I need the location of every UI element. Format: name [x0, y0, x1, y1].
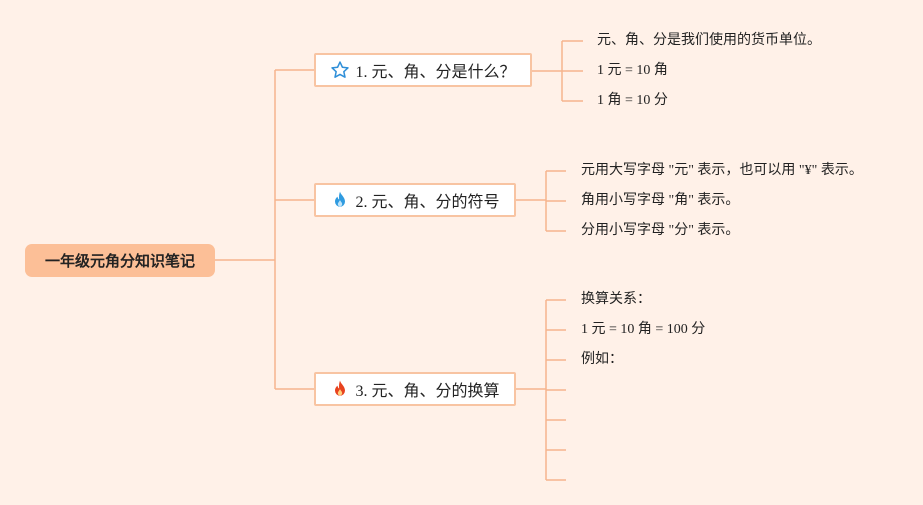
leaf-1-2: 1 元 = 10 角 [597, 63, 668, 78]
topic-node-3[interactable]: 3. 元、角、分的换算 [314, 372, 516, 406]
leaf-1-1: 元、角、分是我们使用的货币单位。 [597, 33, 821, 48]
leaf-2-3: 分用小写字母 "分" 表示。 [581, 223, 740, 238]
root-label: 一年级元角分知识笔记 [44, 252, 195, 270]
leaf-2-2: 角用小写字母 "角" 表示。 [581, 193, 740, 208]
leaf-3-3: 例如： [581, 352, 623, 367]
root-node[interactable]: 一年级元角分知识笔记 [25, 244, 215, 277]
star-icon [330, 60, 350, 80]
leaf-1-3: 1 角 = 10 分 [597, 93, 668, 108]
blue-flame-icon [330, 190, 350, 210]
topic-node-2[interactable]: 2. 元、角、分的符号 [314, 183, 516, 217]
topic-label-1: 1. 元、角、分是什么？ [355, 64, 516, 81]
topic-label-2: 2. 元、角、分的符号 [355, 194, 500, 211]
topic-node-1[interactable]: 1. 元、角、分是什么？ [314, 53, 532, 87]
red-flame-icon [330, 379, 350, 399]
leaf-3-1: 换算关系： [581, 292, 651, 307]
leaf-2-1: 元用大写字母 "元" 表示，也可以用 "¥" 表示。 [581, 163, 863, 178]
topic-label-3: 3. 元、角、分的换算 [355, 383, 500, 400]
leaf-3-2: 1 元 = 10 角 = 100 分 [581, 322, 706, 337]
